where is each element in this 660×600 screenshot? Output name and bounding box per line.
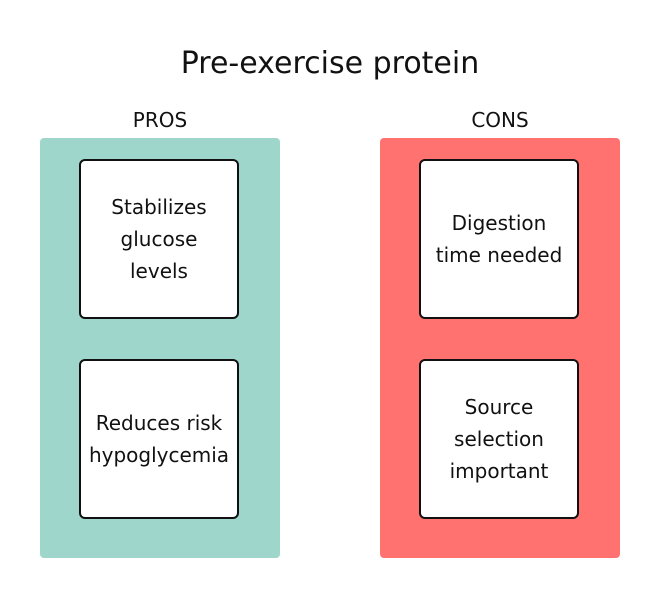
pros-card-2-text: Reduces risk hypoglycemia [88,411,230,467]
pros-card-1-text: Stabilizes glucose levels [111,195,207,283]
pros-panel: Stabilizes glucose levels Reduces risk h… [40,138,280,558]
pros-card-2: Reduces risk hypoglycemia [79,359,239,519]
pros-header: PROS [132,108,188,132]
cons-panel: Digestion time needed Source selection i… [380,138,620,558]
pros-card-1: Stabilizes glucose levels [79,159,239,319]
diagram-title: Pre-exercise protein [180,46,480,81]
cons-header: CONS [471,108,529,132]
cons-card-1: Digestion time needed [419,159,579,319]
cons-card-1-text: Digestion time needed [435,211,563,267]
cons-card-2-text: Source selection important [449,395,549,483]
cons-card-2: Source selection important [419,359,579,519]
